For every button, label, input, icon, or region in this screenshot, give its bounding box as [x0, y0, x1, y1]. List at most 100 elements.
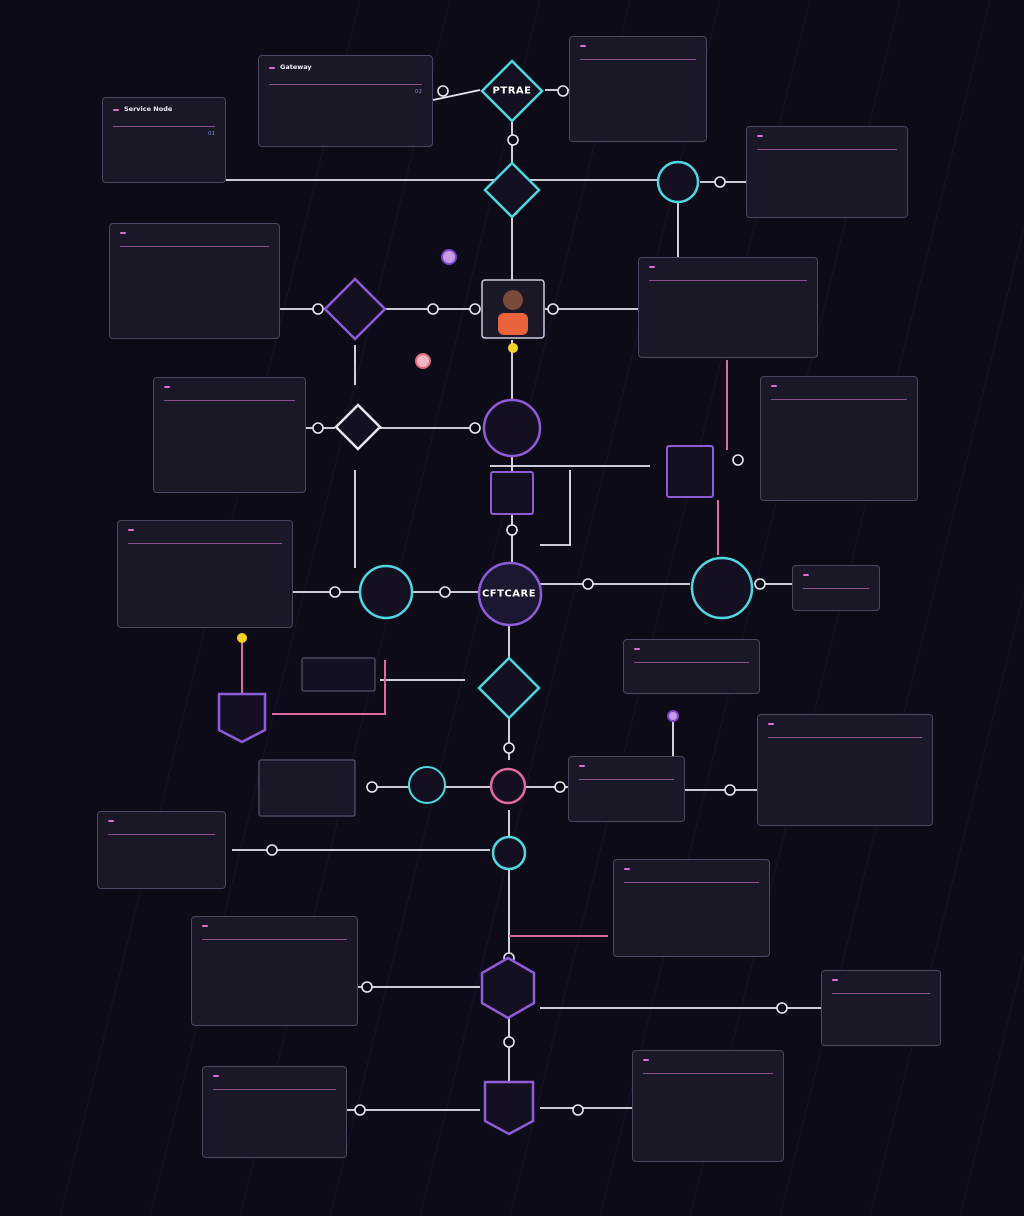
user-avatar-icon [503, 290, 523, 310]
card-header [832, 979, 930, 981]
network-node [491, 835, 527, 871]
info-card-18[interactable] [202, 1066, 347, 1158]
info-card-14[interactable] [97, 811, 226, 889]
cloud-diamond-node [323, 277, 387, 341]
port-icon [329, 586, 341, 598]
card-divider [108, 834, 215, 835]
card-header [164, 386, 295, 388]
info-card-13[interactable] [568, 756, 685, 822]
card-divider [213, 1089, 336, 1090]
port-icon [469, 422, 481, 434]
card-divider [643, 1073, 773, 1074]
status-panel-node [258, 759, 356, 817]
card-badge [757, 135, 763, 137]
port-icon [732, 454, 744, 466]
port-icon [354, 1104, 366, 1116]
card-header [803, 574, 869, 576]
port-icon [582, 578, 594, 590]
port-icon [506, 524, 518, 536]
database-circle-node [358, 564, 414, 620]
info-card-7[interactable] [153, 377, 306, 493]
port-icon [572, 1104, 584, 1116]
info-card-12[interactable] [757, 714, 933, 826]
info-card-5[interactable] [109, 223, 280, 339]
info-card-4[interactable] [746, 126, 908, 218]
port-icon [503, 742, 515, 754]
card-code: 02 [415, 88, 422, 95]
card-divider [624, 882, 759, 883]
port-icon [437, 85, 449, 97]
info-card-10[interactable] [792, 565, 880, 611]
info-card-16[interactable] [191, 916, 358, 1026]
database-box-node [666, 445, 714, 498]
status-dot-yellow [508, 343, 518, 353]
card-divider [269, 83, 422, 85]
card-header [128, 529, 282, 531]
background-streak [419, 0, 721, 1216]
info-card-1[interactable]: Service Node 01 [102, 97, 226, 183]
card-divider [579, 779, 674, 780]
card-header [120, 232, 269, 234]
info-card-2[interactable]: Gateway 02 [258, 55, 433, 147]
card-header [634, 648, 749, 650]
card-header [580, 45, 696, 47]
status-dot-purple [441, 249, 457, 265]
card-divider [580, 59, 696, 60]
info-card-11[interactable] [623, 639, 760, 694]
card-title: Service Node [124, 106, 173, 113]
info-card-17[interactable] [821, 970, 941, 1046]
card-badge [624, 868, 630, 870]
info-card-3[interactable] [569, 36, 707, 142]
card-header [649, 266, 807, 268]
card-footer: 01 [113, 131, 215, 138]
port-icon [361, 981, 373, 993]
card-header [202, 925, 347, 927]
port-icon [312, 422, 324, 434]
card-divider [634, 662, 749, 663]
card-code: 01 [208, 130, 215, 137]
status-dot-purple [667, 710, 679, 722]
card-badge [202, 925, 208, 927]
card-header [213, 1075, 336, 1077]
card-badge [164, 386, 170, 388]
card-divider [832, 993, 930, 994]
second-diamond-node [483, 161, 541, 219]
process-circle-node [482, 398, 542, 458]
port-icon [312, 303, 324, 315]
card-header [643, 1059, 773, 1061]
link-c2-diamond [432, 89, 481, 101]
info-card-15[interactable] [613, 859, 770, 957]
info-card-8[interactable] [760, 376, 918, 501]
port-icon [547, 303, 559, 315]
port-icon [503, 1036, 515, 1048]
user-body-icon [498, 313, 528, 335]
card-badge [108, 820, 114, 822]
port-icon [507, 134, 519, 146]
info-card-19[interactable] [632, 1050, 784, 1162]
card-divider [202, 939, 347, 940]
port-icon [557, 85, 569, 97]
card-badge [579, 765, 585, 767]
hexagon-node [480, 956, 536, 1020]
gear-node [408, 766, 446, 804]
cloud-circle-node [690, 556, 754, 620]
info-card-9[interactable] [117, 520, 293, 628]
shield-node-left [217, 692, 267, 744]
pink-circle-node [489, 767, 527, 805]
card-header [771, 385, 907, 387]
top-diamond-node [480, 59, 544, 123]
card-badge [213, 1075, 219, 1077]
info-card-6[interactable] [638, 257, 818, 358]
port-icon [427, 303, 439, 315]
status-dot-pink [415, 353, 431, 369]
port-icon [714, 176, 726, 188]
card-badge [768, 723, 774, 725]
card-divider [128, 543, 282, 544]
port-icon [266, 844, 278, 856]
card-header: Service Node [113, 106, 215, 114]
crosshair-diamond-node [477, 656, 541, 720]
card-header: Gateway [269, 64, 422, 72]
port-icon [776, 1002, 788, 1014]
